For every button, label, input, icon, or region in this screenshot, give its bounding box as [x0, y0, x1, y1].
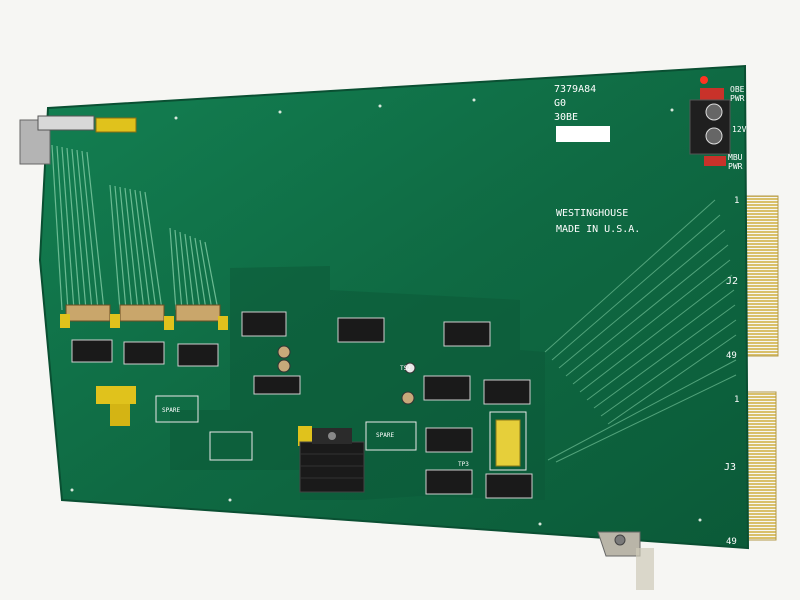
spare-label-2: SPARE	[376, 432, 394, 439]
transistors	[277, 345, 416, 405]
ic-u3	[177, 343, 219, 367]
led-label-obe: OBE	[730, 85, 745, 94]
pin-1-bottom: 1	[734, 395, 739, 405]
connector-j2: J2	[726, 276, 738, 287]
voltage-label: 12V	[732, 125, 747, 134]
ic-u9	[425, 427, 473, 453]
mounting-bracket	[597, 531, 654, 590]
manufacturer-label: WESTINGHOUSE	[556, 208, 628, 219]
ic-u10	[425, 469, 473, 495]
pin-49-top: 49	[726, 351, 737, 361]
test-point-ts2: TS2	[400, 365, 411, 372]
spare-label-1: SPARE	[162, 407, 180, 414]
ic-u12	[253, 375, 301, 395]
ic-sockets	[155, 395, 527, 471]
vias	[70, 98, 702, 526]
led-label-obe-pwr: PWR	[730, 94, 745, 103]
pin-49-bottom: 49	[726, 537, 737, 547]
status-leds	[689, 76, 731, 166]
yellow-components	[95, 117, 521, 467]
trace-fan-3	[169, 227, 219, 311]
trace-fan-1	[51, 144, 105, 311]
connector-j3: J3	[724, 462, 736, 473]
trace-fan-2	[109, 184, 163, 311]
top-left-connector	[19, 115, 95, 165]
origin-label: MADE IN U.S.A.	[556, 224, 640, 235]
board-code: 30BE	[554, 112, 578, 123]
ic-u8	[483, 379, 531, 405]
trace-fan-right	[544, 199, 737, 463]
ic-chips	[71, 311, 533, 499]
white-sticker	[556, 126, 610, 142]
part-number: 7379A84	[554, 84, 596, 95]
ic-u1	[71, 339, 113, 363]
pin-1-top: 1	[734, 196, 739, 206]
test-point-tp3: TP3	[458, 461, 469, 468]
ic-u11	[485, 473, 533, 499]
resistor-array-row	[60, 304, 228, 330]
led-label-mbu-pwr: PWR	[728, 162, 743, 171]
ic-u4	[241, 311, 287, 337]
voltage-regulator	[299, 428, 365, 493]
ic-u7	[423, 375, 471, 401]
edge-connector-top	[743, 195, 779, 357]
ic-u5	[337, 317, 385, 343]
revision: G0	[554, 98, 566, 109]
ic-u2	[123, 341, 165, 365]
ic-u6	[443, 321, 491, 347]
led-label-mbu: MBU	[728, 153, 743, 162]
